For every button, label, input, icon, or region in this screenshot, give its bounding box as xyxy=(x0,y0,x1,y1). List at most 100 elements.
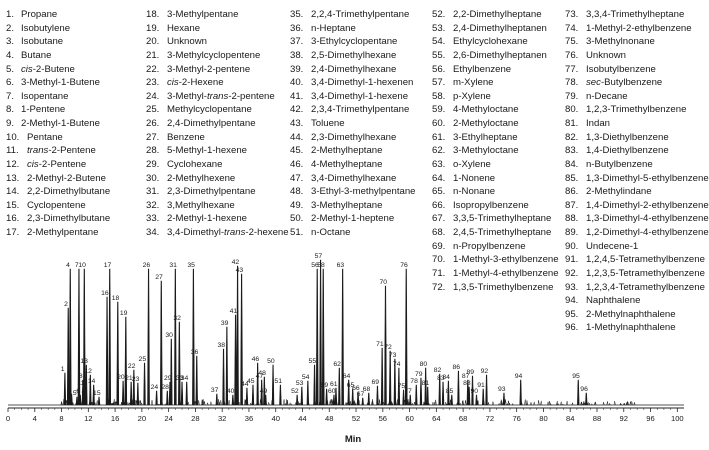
peak-label: 3 xyxy=(67,387,71,394)
legend-compound-name: 2-Methylnaphthalene xyxy=(586,308,676,320)
peak-label: 20 xyxy=(117,374,125,381)
legend-compound-name: 5-Methyl-1-hexene xyxy=(167,145,247,157)
noise-peak xyxy=(219,400,222,406)
legend-number: 20. xyxy=(146,36,160,48)
noise-peak xyxy=(218,402,221,406)
peak-label: 93 xyxy=(498,386,506,393)
legend-number: 93. xyxy=(565,281,579,293)
noise-peak xyxy=(630,401,633,406)
peak-label: 6 xyxy=(76,388,80,395)
legend-entry: 93.1,2,3,4-Tetramethylbenzene xyxy=(565,281,709,295)
peak-63 xyxy=(341,268,344,406)
legend-compound-name: 2,3,4-Trimethylpentane xyxy=(311,104,410,116)
legend-entry: 89.1,2-Dimethyl-4-ethylbenzene xyxy=(565,226,709,240)
legend-entry: 82.1,3-Diethylbenzene xyxy=(565,131,709,145)
legend-compound-name: 2-Methylhexene xyxy=(167,172,236,184)
noise-peak xyxy=(633,401,636,406)
legend-number: 34. xyxy=(146,227,160,238)
legend-compound-name: 2,4-Dimethylhexane xyxy=(311,63,397,75)
legend-entry: 73.3,3,4-Trimethylheptane xyxy=(565,8,709,22)
legend-entry: 67.3,3,5-Trimethylheptane xyxy=(432,212,559,226)
noise-peak xyxy=(620,403,622,406)
legend-number: 33. xyxy=(146,213,160,225)
noise-peak xyxy=(413,401,416,406)
noise-peak xyxy=(391,401,394,406)
legend-entry: 36.n-Heptane xyxy=(290,22,416,36)
peak-2 xyxy=(66,307,70,406)
legend-compound-name: 1-Nonene xyxy=(453,172,496,184)
legend-entry: 37.3-Ethylcyclopentane xyxy=(290,35,416,49)
noise-peak xyxy=(249,402,252,406)
peak-label: 16 xyxy=(101,290,109,297)
legend-number: 82. xyxy=(565,131,579,143)
noise-peak xyxy=(286,400,289,406)
peak-68 xyxy=(367,392,370,406)
legend-entry: 39.2,4-Dimethylhexane xyxy=(290,63,416,77)
legend-compound-name: 3-Methylnonane xyxy=(586,36,655,48)
legend-compound-name: 2,3-Dimethylhexane xyxy=(311,131,397,143)
legend-entry: 52.2,2-Dimethylheptane xyxy=(432,8,559,22)
peak-label: 68 xyxy=(363,386,371,393)
peak-82 xyxy=(438,373,441,406)
noise-peak xyxy=(500,400,503,406)
legend-compound-name: 2-Methylpentane xyxy=(27,227,99,238)
peak-label: 62 xyxy=(333,361,341,368)
legend-entry: 7.Isopentane xyxy=(6,90,110,104)
legend-entry: 5.cis-2-Butene xyxy=(6,63,110,77)
legend-compound-name: sec-Butylbenzene xyxy=(586,77,663,89)
legend-number: 10. xyxy=(6,131,20,143)
legend-number: 69. xyxy=(432,240,446,252)
legend-compound-name: 4-Methylheptane xyxy=(311,158,383,170)
legend-entry: 51.n-Octane xyxy=(290,226,416,240)
legend-number: 35. xyxy=(290,9,304,20)
legend-number: 88. xyxy=(565,213,579,225)
peak-76 xyxy=(404,268,408,406)
peak-86 xyxy=(457,370,460,406)
peak-label: 74 xyxy=(393,361,401,368)
peak-label: 33 xyxy=(176,375,184,382)
peak-label: 76 xyxy=(400,262,408,269)
peak-label: 10 xyxy=(78,262,86,269)
legend-number: 73. xyxy=(565,9,579,20)
noise-peak xyxy=(329,401,332,406)
noise-peak xyxy=(299,402,301,406)
peak-67 xyxy=(361,397,364,406)
legend-entry: 11.trans-2-Pentene xyxy=(6,144,110,158)
legend-entry: 12.cis-2-Pentene xyxy=(6,158,110,172)
noise-peak xyxy=(566,401,569,406)
legend-entry: 4.Butane xyxy=(6,49,110,63)
x-tick-label: 96 xyxy=(646,414,654,423)
noise-peak xyxy=(623,402,626,406)
peak-27 xyxy=(159,280,163,406)
noise-peak xyxy=(626,401,629,406)
legend-number: 5. xyxy=(6,63,15,75)
peak-label: 57 xyxy=(315,253,323,260)
peak-label: 1 xyxy=(61,366,65,373)
peak-55 xyxy=(313,364,316,406)
peak-label: 23 xyxy=(132,376,140,383)
legend-number: 65. xyxy=(432,186,446,198)
peak-label: 87 xyxy=(462,373,470,380)
peak-label: 27 xyxy=(155,274,163,281)
legend-entry: 46.4-Methylheptane xyxy=(290,158,416,172)
x-tick-label: 80 xyxy=(539,414,547,423)
peak-59 xyxy=(325,388,328,406)
legend-entry: 74.1-Methyl-2-ethylbenzene xyxy=(565,22,709,36)
noise-peak xyxy=(571,401,574,406)
legend-number: 78. xyxy=(565,77,579,89)
peak-label: 46 xyxy=(252,356,260,363)
peak-label: 75 xyxy=(398,383,406,390)
legend-compound-name: 2,2-Dimethylheptane xyxy=(453,9,542,20)
peak-30 xyxy=(170,338,173,406)
noise-peak xyxy=(411,402,414,406)
noise-peak xyxy=(244,399,246,406)
legend-number: 83. xyxy=(565,145,579,157)
peak-label: 35 xyxy=(187,262,195,269)
x-tick-label: 84 xyxy=(566,414,574,423)
peak-34 xyxy=(185,381,188,406)
peak-label: 65 xyxy=(347,382,355,389)
noise-peak xyxy=(422,401,425,406)
legend-number: 64. xyxy=(432,172,446,184)
legend-number: 67. xyxy=(432,213,446,225)
